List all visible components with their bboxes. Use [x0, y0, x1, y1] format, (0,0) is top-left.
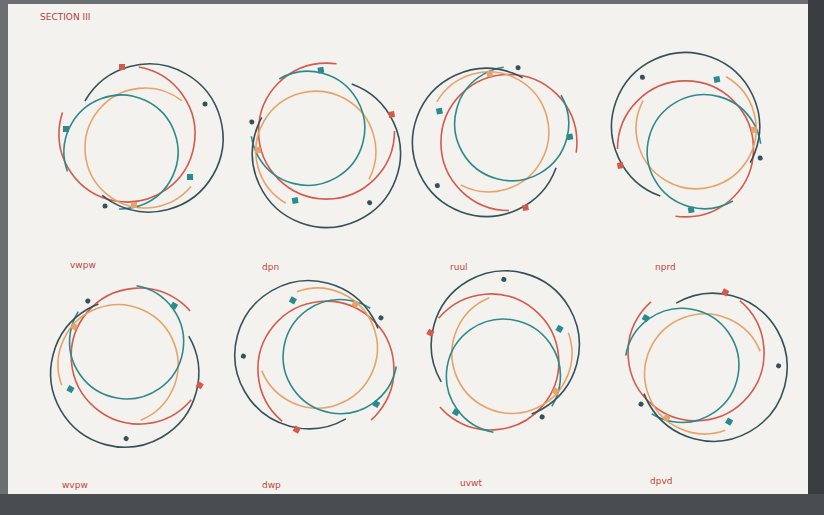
diagram-label: dwp — [262, 480, 281, 490]
diagram-label: vwpw — [70, 260, 96, 270]
diagram-label: dpn — [262, 262, 279, 272]
section-title: SECTION III — [40, 12, 90, 22]
diagram-label: wvpw — [62, 480, 88, 490]
diagram-label: dpvd — [650, 476, 672, 486]
diagram-label: ruul — [450, 262, 468, 272]
diagram-label: uvwt — [460, 478, 482, 488]
diagram-label: nprd — [655, 262, 676, 272]
